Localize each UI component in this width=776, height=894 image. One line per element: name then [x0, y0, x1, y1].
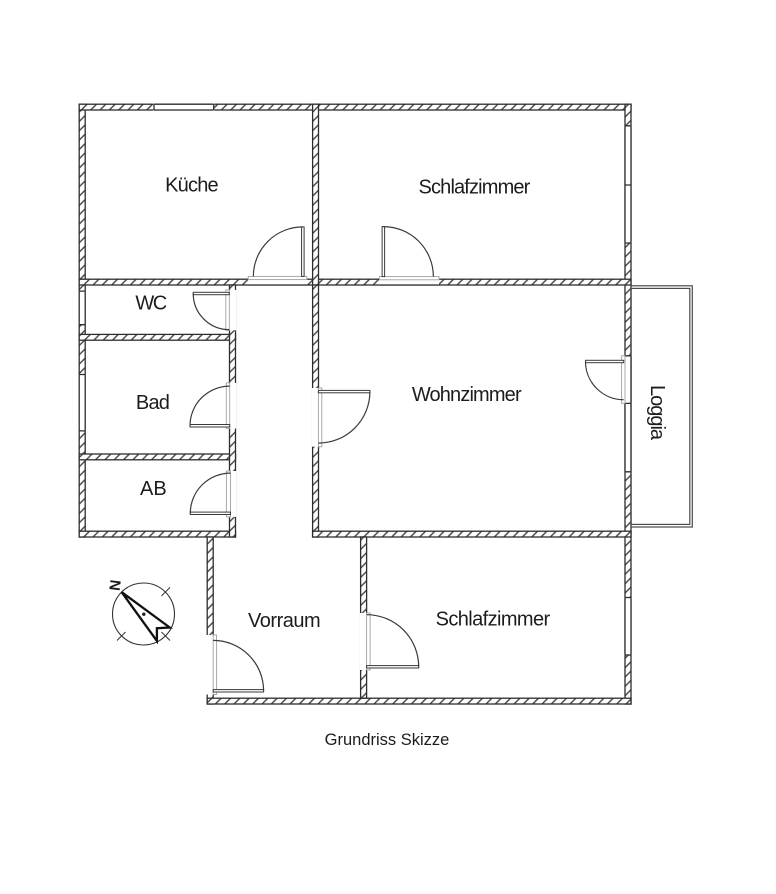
svg-text:Wohnzimmer: Wohnzimmer [412, 384, 522, 406]
svg-text:Grundriss Skizze: Grundriss Skizze [325, 731, 450, 749]
svg-text:Küche: Küche [165, 174, 218, 196]
svg-text:Schlafzimmer: Schlafzimmer [419, 177, 531, 199]
svg-text:N: N [107, 579, 125, 592]
svg-text:Loggia: Loggia [646, 385, 668, 441]
svg-text:WC: WC [135, 293, 166, 315]
svg-text:AB: AB [140, 478, 167, 500]
svg-text:Vorraum: Vorraum [248, 610, 320, 632]
svg-text:Bad: Bad [136, 392, 169, 414]
svg-text:Schlafzimmer: Schlafzimmer [436, 609, 551, 631]
